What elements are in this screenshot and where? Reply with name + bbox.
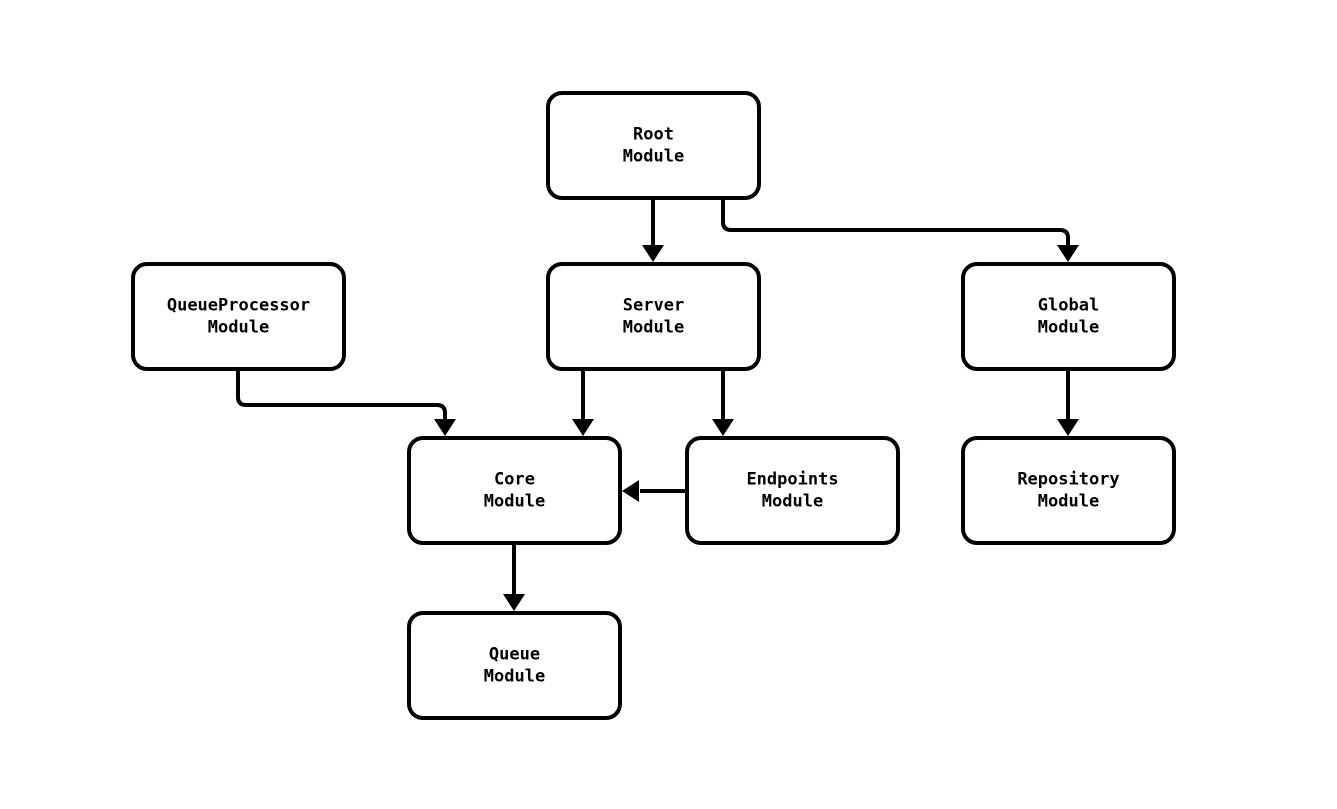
node-label-line1: Endpoints bbox=[746, 470, 838, 490]
node-label-line1: Core bbox=[494, 470, 535, 490]
node-label-line2: Module bbox=[762, 492, 823, 512]
edge-server-to-endpoints bbox=[712, 369, 734, 436]
node-box[interactable] bbox=[407, 436, 622, 545]
node-box[interactable] bbox=[961, 436, 1176, 545]
edge-line bbox=[236, 369, 447, 420]
arrow-head-icon bbox=[503, 594, 525, 611]
node-label-line2: Module bbox=[623, 147, 684, 167]
arrow-head-icon bbox=[1057, 419, 1079, 436]
node-box[interactable] bbox=[131, 262, 346, 371]
arrow-head-icon bbox=[712, 419, 734, 436]
node-box[interactable] bbox=[685, 436, 900, 545]
arrow-head-icon bbox=[1057, 245, 1079, 262]
node-label-line2: Module bbox=[623, 318, 684, 338]
node-layer: RootModuleQueueProcessorModuleServerModu… bbox=[131, 91, 1176, 720]
edge-root-to-server bbox=[642, 198, 664, 262]
node-label-line2: Module bbox=[484, 492, 545, 512]
node-label-line2: Module bbox=[484, 667, 545, 687]
edge-line bbox=[721, 198, 1070, 246]
arrow-head-icon bbox=[572, 419, 594, 436]
node-label-line2: Module bbox=[1038, 492, 1099, 512]
node-label-line2: Module bbox=[1038, 318, 1099, 338]
node-label-line1: Server bbox=[623, 296, 684, 316]
node-box[interactable] bbox=[407, 611, 622, 720]
node-box[interactable] bbox=[546, 91, 761, 200]
edge-layer bbox=[236, 198, 1079, 611]
edge-queueprocessor-to-core bbox=[236, 369, 456, 436]
arrow-head-icon bbox=[642, 245, 664, 262]
edge-server-to-core bbox=[572, 369, 594, 436]
arrow-head-icon bbox=[434, 419, 456, 436]
node-label-line1: QueueProcessor bbox=[167, 296, 310, 316]
node-label-line2: Module bbox=[208, 318, 269, 338]
node-label-line1: Global bbox=[1038, 296, 1099, 316]
edge-root-to-global bbox=[721, 198, 1079, 262]
node-box[interactable] bbox=[961, 262, 1176, 371]
edge-endpoints-to-core bbox=[622, 480, 687, 502]
node-label-line1: Queue bbox=[489, 645, 540, 665]
edge-global-to-repository bbox=[1057, 369, 1079, 436]
edge-core-to-queue bbox=[503, 543, 525, 611]
node-label-line1: Repository bbox=[1017, 470, 1119, 490]
arrow-head-icon bbox=[622, 480, 639, 502]
node-box[interactable] bbox=[546, 262, 761, 371]
node-label-line1: Root bbox=[633, 125, 674, 145]
